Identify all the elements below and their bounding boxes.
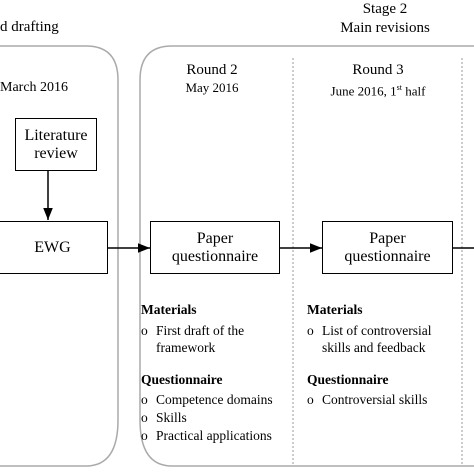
round2-questionnaire-heading: Questionnaire — [141, 372, 223, 387]
round3-box-line2: questionnaire — [344, 247, 431, 265]
bullet: o — [141, 392, 148, 407]
round3-materials-heading: Materials — [307, 302, 363, 317]
bullet: o — [141, 410, 148, 425]
bullet: o — [307, 323, 314, 338]
round2-questionnaire-item: o Competence domains — [141, 392, 291, 408]
ewg-label: EWG — [34, 238, 71, 256]
round2-questionnaire-item: o Practical applications — [141, 428, 291, 444]
round2-name: Round 2 — [186, 62, 238, 78]
round2-material-line2: framework — [156, 340, 216, 355]
round2-paper-questionnaire-box: Paper questionnaire — [150, 221, 280, 274]
round2-box-line2: questionnaire — [171, 247, 259, 265]
round3-questionnaire-text: Controversial skills — [322, 392, 428, 407]
round2-material-line1: First draft of the — [156, 323, 245, 338]
round2-box-line1: Paper — [196, 229, 234, 247]
literature-review-box: Literature review — [15, 118, 97, 171]
stage2-panel — [139, 45, 474, 467]
round2-questionnaire-text: Practical applications — [156, 428, 272, 443]
bullet: o — [141, 428, 148, 443]
stage1-panel — [0, 45, 119, 467]
round2-material-item: o First draft of the framework — [141, 323, 291, 355]
round2-questionnaire-text: Skills — [156, 410, 187, 425]
round2-questionnaire-text: Competence domains — [156, 392, 273, 407]
stage1-title: d drafting — [0, 19, 59, 35]
stage2-label: Stage 2 — [362, 1, 408, 17]
literature-review-line1: Literature — [24, 126, 88, 144]
round2-date: May 2016 — [185, 80, 239, 95]
round2-materials-heading: Materials — [141, 302, 197, 317]
round3-material-line2: skills and feedback — [322, 340, 426, 355]
bullet: o — [141, 323, 148, 338]
round3-paper-questionnaire-box: Paper questionnaire — [322, 221, 453, 274]
round3-name: Round 3 — [352, 62, 404, 78]
stage1-date: March 2016 — [0, 80, 69, 95]
round2-questionnaire-item: o Skills — [141, 410, 291, 426]
round3-box-line1: Paper — [369, 229, 406, 247]
literature-review-line2: review — [34, 144, 78, 162]
round3-material-line1: List of controversial — [322, 323, 432, 338]
round3-material-item: o List of controversial skills and feedb… — [307, 323, 459, 355]
ewg-box: EWG — [0, 221, 108, 274]
bullet: o — [307, 392, 314, 407]
round3-questionnaire-item: o Controversial skills — [307, 392, 459, 408]
round3-date: June 2016, 1st half — [330, 83, 426, 99]
stage2-title: Main revisions — [340, 20, 430, 36]
round3-questionnaire-heading: Questionnaire — [307, 372, 389, 387]
